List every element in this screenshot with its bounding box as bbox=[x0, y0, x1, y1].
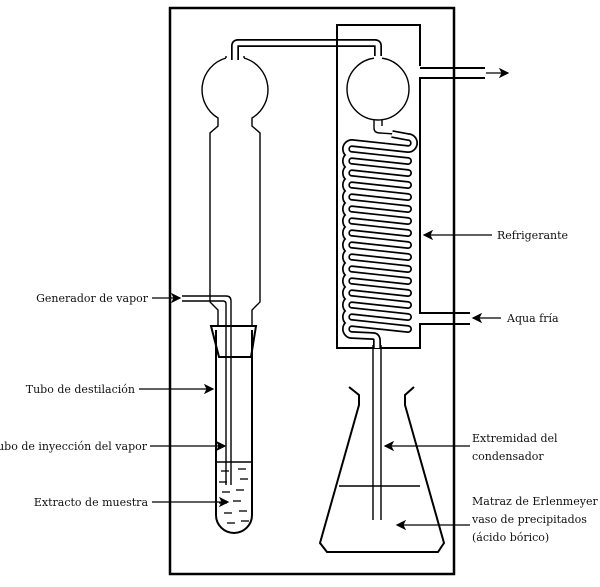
label-matraz-1: Matraz de Erlenmeyer o bbox=[472, 495, 600, 508]
erlenmeyer-flask bbox=[318, 386, 446, 553]
connecting-tube bbox=[231, 39, 382, 61]
sample-liquid bbox=[219, 468, 249, 524]
stopper bbox=[209, 325, 258, 358]
label-extremidad-2: condensador bbox=[472, 450, 544, 463]
coil-tube bbox=[343, 131, 417, 348]
bulb-neck bbox=[225, 56, 245, 58]
label-agua-fria: Aqua fría bbox=[506, 312, 559, 325]
label-tubo-inyeccion: Tubo de inyección del vapor bbox=[0, 440, 148, 453]
condenser-jacket bbox=[336, 24, 485, 349]
label-refrigerante: Refrigerante bbox=[497, 229, 568, 242]
label-extremidad-1: Extremidad del bbox=[472, 432, 558, 445]
outer-frame bbox=[168, 6, 456, 576]
condenser-outlet-tube bbox=[372, 345, 382, 520]
label-matraz-2: vaso de precipitados bbox=[471, 513, 587, 526]
distillation-column bbox=[201, 57, 269, 325]
label-matraz-3: (ácido bórico) bbox=[472, 531, 549, 544]
steam-injection-tube bbox=[182, 295, 232, 485]
label-generador: Generador de vapor bbox=[36, 292, 149, 305]
condenser-coil bbox=[342, 130, 418, 348]
condenser-bulb bbox=[346, 56, 410, 135]
distillation-tube bbox=[215, 330, 253, 534]
label-extracto: Extracto de muestra bbox=[34, 496, 149, 509]
label-tubo-destilacion: Tubo de destilación bbox=[26, 383, 135, 396]
